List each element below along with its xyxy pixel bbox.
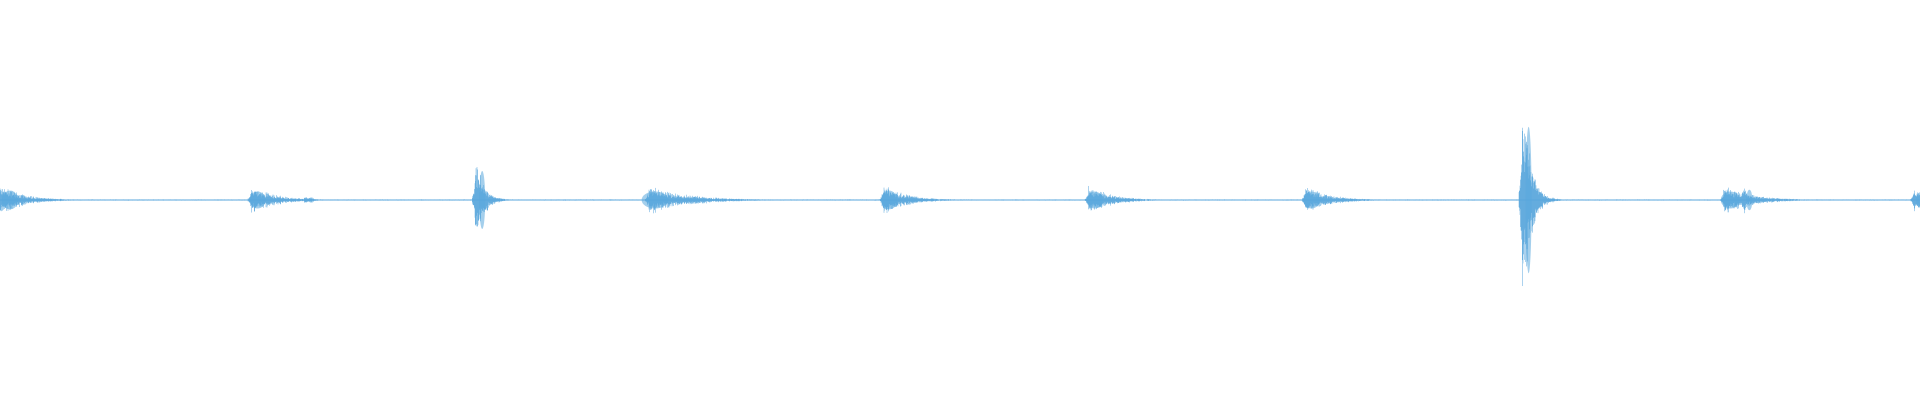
waveform-burst-10 xyxy=(1720,191,1740,209)
waveform-burst-4 xyxy=(479,171,486,229)
waveform-burst-8 xyxy=(1303,191,1320,209)
waveform-burst-11 xyxy=(1746,189,1753,211)
waveform-burst-7 xyxy=(1086,191,1103,209)
waveform-burst-9 xyxy=(1525,126,1532,274)
waveform-burst-1 xyxy=(1,190,19,210)
waveform-trace xyxy=(0,127,1920,287)
waveform-burst-2 xyxy=(249,191,266,209)
waveform-burst-6 xyxy=(881,190,898,210)
waveform-events xyxy=(0,126,1920,287)
waveform-burst-3 xyxy=(308,197,315,203)
waveform-burst-12 xyxy=(1916,192,1920,208)
waveform-burst-5 xyxy=(641,191,669,209)
